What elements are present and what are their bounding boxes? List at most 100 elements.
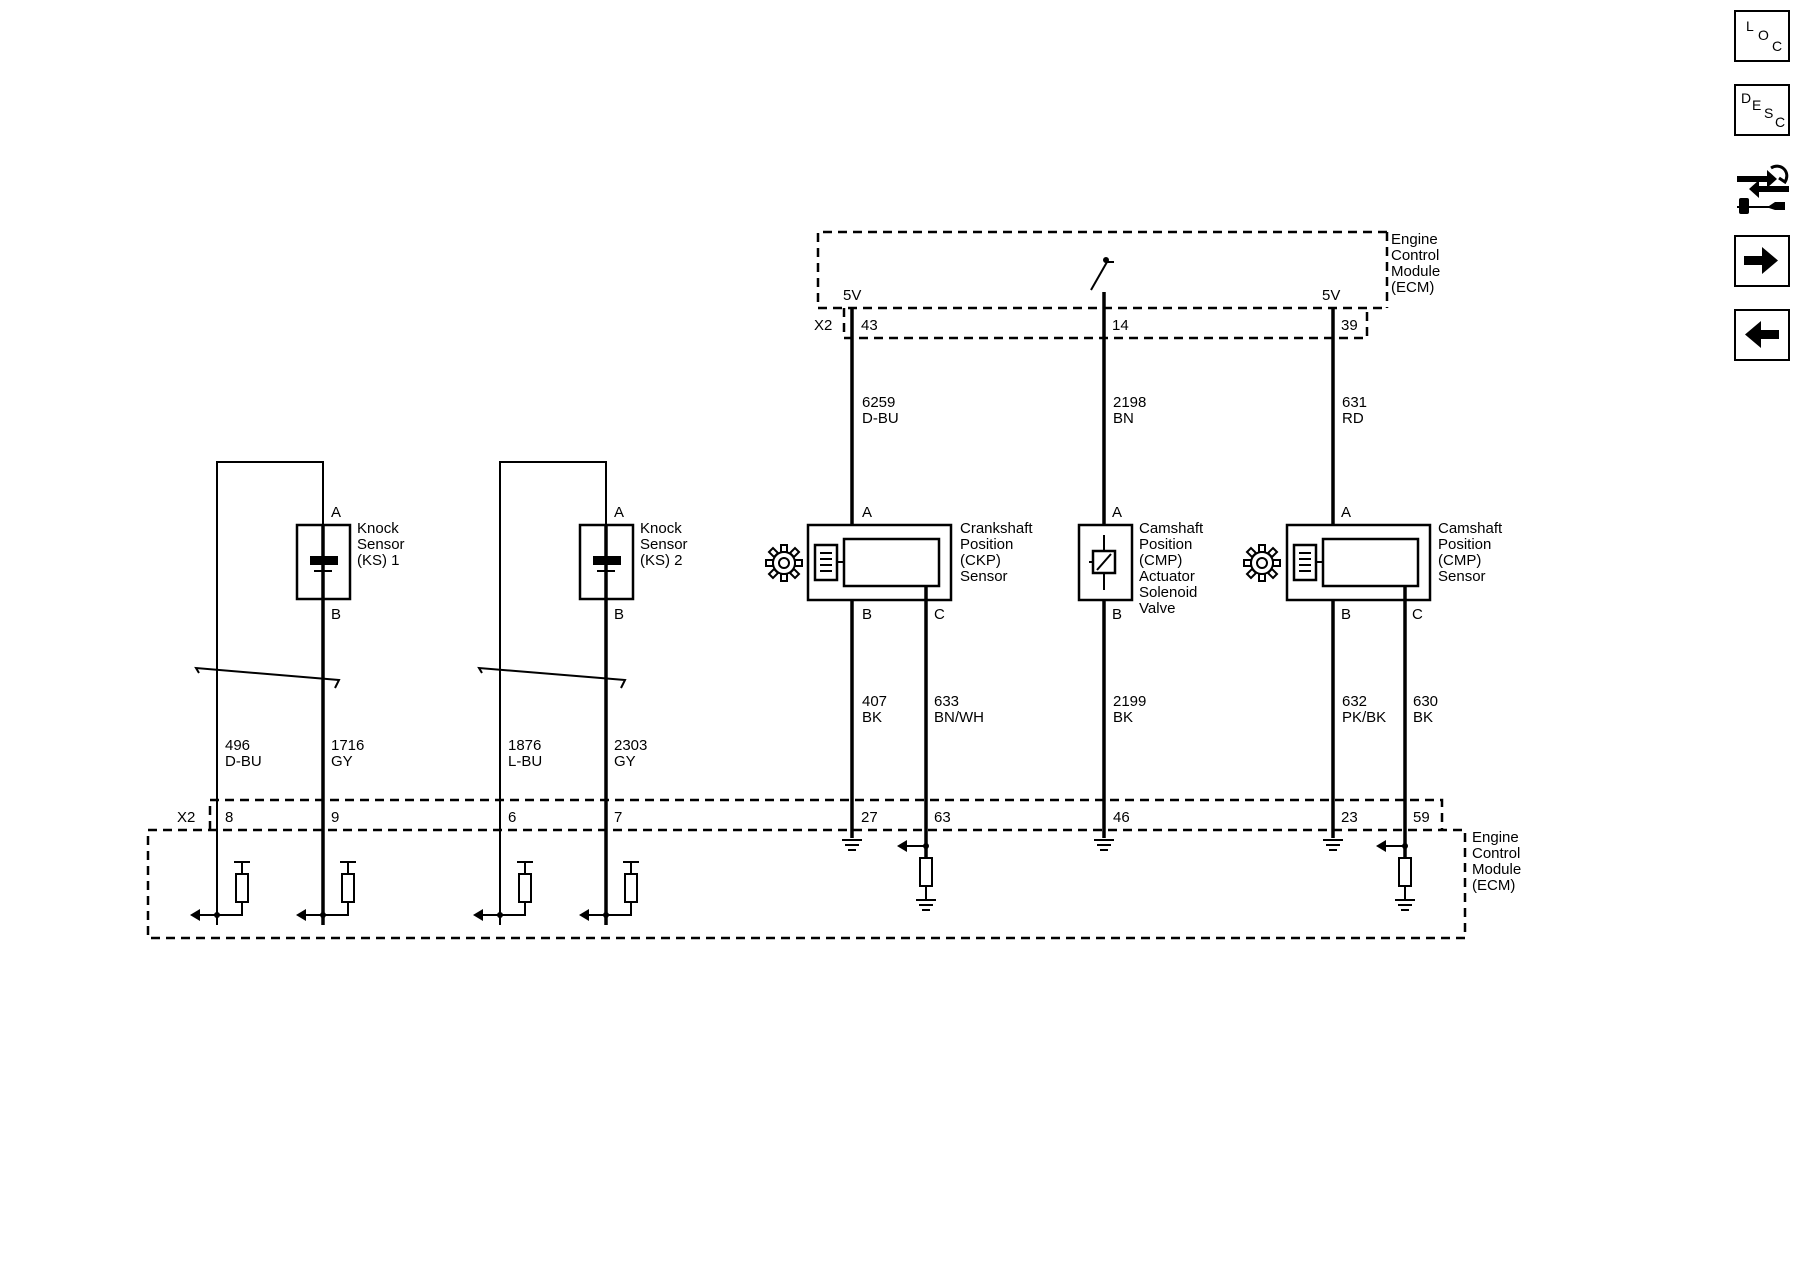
wire-label-2303: 2303 bbox=[614, 737, 647, 754]
cmp-sensor-label-1: Camshaft bbox=[1438, 520, 1503, 537]
ecm-top-voltage-2: 5V bbox=[1322, 287, 1340, 304]
cmp-sensor-label-3: (CMP) bbox=[1438, 552, 1481, 569]
ecm-bottom-label-4: (ECM) bbox=[1472, 877, 1515, 894]
ks2-pin-b: B bbox=[614, 606, 624, 623]
ecm-top-pin-39: 39 bbox=[1341, 317, 1358, 334]
cmp-actuator-solenoid-valve: A B Camshaft Position (CMP) Actuator Sol… bbox=[1077, 504, 1204, 623]
ecm-bottom-label-2: Control bbox=[1472, 845, 1520, 862]
ckp-pin-a: A bbox=[862, 504, 872, 521]
wire-label-633: 633 bbox=[934, 693, 959, 710]
wire-color-2199: BK bbox=[1113, 709, 1133, 726]
ks-input-circuit-3 bbox=[473, 861, 533, 921]
desc-letter-s: S bbox=[1764, 105, 1774, 121]
ecm-bottom-pin-63: 63 bbox=[934, 809, 951, 826]
ks1-pin-b: B bbox=[331, 606, 341, 623]
wire-label-1716: 1716 bbox=[331, 737, 364, 754]
cmp-valve-pin-a: A bbox=[1112, 504, 1122, 521]
description-button[interactable]: D E S C bbox=[1734, 84, 1790, 136]
cmp-valve-label-3: (CMP) bbox=[1139, 552, 1182, 569]
wire-color-496: D-BU bbox=[225, 753, 262, 770]
ecm-bottom-pin-46: 46 bbox=[1113, 809, 1130, 826]
ecm-top-label-3: Module bbox=[1391, 263, 1440, 280]
wire-label-630: 630 bbox=[1413, 693, 1438, 710]
ks2-twisted-pair-symbol bbox=[477, 666, 627, 689]
ks1-pin-a: A bbox=[331, 504, 341, 521]
ecm-bottom-label-3: Module bbox=[1472, 861, 1521, 878]
wire-color-2198: BN bbox=[1113, 410, 1134, 427]
cmp-valve-label-2: Position bbox=[1139, 536, 1192, 553]
ecm-top-label-1: Engine bbox=[1391, 231, 1438, 248]
ecm-bottom-label-1: Engine bbox=[1472, 829, 1519, 846]
cmp-valve-body bbox=[1077, 523, 1134, 602]
arrow-left-icon bbox=[1745, 321, 1779, 348]
desc-letter-e: E bbox=[1752, 97, 1762, 113]
next-button[interactable] bbox=[1734, 235, 1790, 287]
wire-label-2198: 2198 bbox=[1113, 394, 1146, 411]
ckp-pin-b: B bbox=[862, 606, 872, 623]
ecm-bottom-pin-59: 59 bbox=[1413, 809, 1430, 826]
cmp-valve-label-6: Valve bbox=[1139, 600, 1175, 617]
ecm-bottom-outline bbox=[146, 828, 1467, 940]
wire-color-407: BK bbox=[862, 709, 882, 726]
ground-icon bbox=[1094, 839, 1114, 851]
ckp-sensor: A B C Crankshaft Position (CKP) Sensor bbox=[806, 504, 1033, 623]
ks2-label-2: Sensor bbox=[640, 536, 688, 553]
desc-letter-d: D bbox=[1741, 90, 1752, 106]
ks-input-circuit-1 bbox=[190, 861, 250, 921]
cmp-valve-label-4: Actuator bbox=[1139, 568, 1195, 585]
ks-input-circuit-2 bbox=[296, 861, 356, 921]
cmp-sensor: A B C Camshaft Position (CMP) Sensor bbox=[1285, 504, 1503, 623]
ks2-label-3: (KS) 2 bbox=[640, 552, 683, 569]
ecm-top-module: Engine Control Module (ECM) X2 5V 5V 43 … bbox=[814, 230, 1440, 340]
cmp-sensor-pin-a: A bbox=[1341, 504, 1351, 521]
connector-repair-button[interactable] bbox=[1733, 158, 1793, 218]
ks2-pin-a: A bbox=[614, 504, 624, 521]
ecm-bottom-module: Engine Control Module (ECM) X2 8 9 6 7 2… bbox=[146, 798, 1521, 940]
ks1-label-3: (KS) 1 bbox=[357, 552, 400, 569]
cmp-signal-input-circuit bbox=[1376, 840, 1415, 911]
wire-label-632: 632 bbox=[1342, 693, 1367, 710]
wire-label-496: 496 bbox=[225, 737, 250, 754]
wire-color-6259: D-BU bbox=[862, 410, 899, 427]
wire-color-631: RD bbox=[1342, 410, 1364, 427]
ecm-bottom-pin-27: 27 bbox=[861, 809, 878, 826]
cmp-sensor-label-4: Sensor bbox=[1438, 568, 1486, 585]
wire-color-632: PK/BK bbox=[1342, 709, 1386, 726]
wire-label-2199: 2199 bbox=[1113, 693, 1146, 710]
ground-icon bbox=[1323, 839, 1343, 851]
ks1-label-2: Sensor bbox=[357, 536, 405, 553]
wire-label-631: 631 bbox=[1342, 394, 1367, 411]
location-button[interactable]: L O C bbox=[1734, 10, 1790, 62]
ckp-label-1: Crankshaft bbox=[960, 520, 1033, 537]
cmp-sensor-inner bbox=[1321, 537, 1420, 588]
gear-icon bbox=[1243, 544, 1281, 582]
ecm-bottom-pin-7: 7 bbox=[614, 809, 622, 826]
cmp-sensor-pin-c: C bbox=[1412, 606, 1423, 623]
wire-color-2303: GY bbox=[614, 753, 636, 770]
ecm-bottom-pin-6: 6 bbox=[508, 809, 516, 826]
ckp-pin-c: C bbox=[934, 606, 945, 623]
ecm-bottom-pin-8: 8 bbox=[225, 809, 233, 826]
ecm-bottom-pin-23: 23 bbox=[1341, 809, 1358, 826]
desc-letter-c: C bbox=[1775, 114, 1786, 130]
wire-color-630: BK bbox=[1413, 709, 1433, 726]
ckp-label-4: Sensor bbox=[960, 568, 1008, 585]
ckp-label-2: Position bbox=[960, 536, 1013, 553]
cmp-valve-label-5: Solenoid bbox=[1139, 584, 1197, 601]
wire-color-633: BN/WH bbox=[934, 709, 984, 726]
previous-button[interactable] bbox=[1734, 309, 1790, 361]
cmp-sensor-label-2: Position bbox=[1438, 536, 1491, 553]
ckp-signal-input-circuit bbox=[897, 840, 936, 911]
ecm-top-connector: X2 bbox=[814, 317, 832, 334]
ecm-bottom-connector: X2 bbox=[177, 809, 195, 826]
ks1-label-1: Knock bbox=[357, 520, 399, 537]
ckp-sensor-inner bbox=[842, 537, 941, 588]
wrench-connector-icon bbox=[1737, 164, 1789, 214]
ecm-bottom-connector-outline bbox=[208, 798, 1444, 830]
loc-letter-c: C bbox=[1772, 38, 1783, 54]
knock-sensor-2: A B Knock Sensor (KS) 2 bbox=[499, 461, 688, 925]
ecm-bottom-pin-9: 9 bbox=[331, 809, 339, 826]
wire-label-1876: 1876 bbox=[508, 737, 541, 754]
ecm-internal-switch bbox=[1090, 257, 1114, 291]
